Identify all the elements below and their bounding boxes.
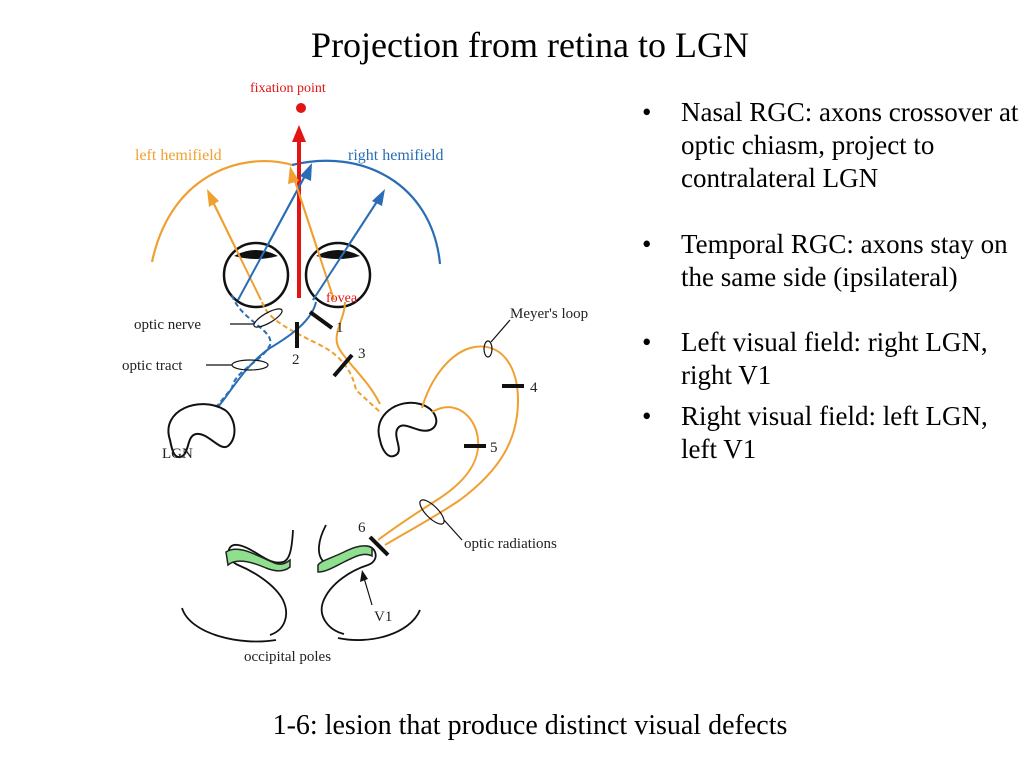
left-hemifield-label: left hemifield <box>135 147 222 164</box>
optic-radiations-ellipse <box>419 499 445 525</box>
right-v1-highlight <box>317 545 373 573</box>
optic-radiations-label: optic radiations <box>464 536 557 552</box>
left-hemifield-arc <box>150 159 293 263</box>
meyers-loop-pointer <box>490 319 511 343</box>
bullet-text: Nasal RGC: axons crossover at optic chia… <box>681 97 1019 193</box>
left-field-arrowhead <box>207 189 219 207</box>
lesion-number-6: 6 <box>358 520 366 536</box>
optic-nerve-label: optic nerve <box>134 317 201 333</box>
lesion-number-3: 3 <box>358 346 366 362</box>
visual-pathway-diagram: fixation point left hemifield right hemi… <box>122 81 588 665</box>
left-field-arrowhead <box>288 166 299 184</box>
optic-radiation-inner <box>377 406 480 541</box>
right-hemifield-label: right hemifield <box>348 147 444 164</box>
optic-tract-label: optic tract <box>122 358 183 374</box>
slide-caption: 1-6: lesion that produce distinct visual… <box>272 710 788 741</box>
slide-title: Projection from retina to LGN <box>311 25 749 65</box>
bullet-item: •Temporal RGC: axons stay on the same si… <box>642 229 1008 292</box>
optic-nerve-ellipse <box>253 308 283 328</box>
bullet-item: •Left visual field: right LGN, right V1 <box>642 327 988 390</box>
meyers-loop-label: Meyer's loop <box>510 306 588 322</box>
optic-radiations-pointer <box>443 519 463 541</box>
meyers-loop-ellipse <box>483 340 493 358</box>
occipital-poles-label: occipital poles <box>244 649 331 665</box>
right-hemifield-arc <box>291 159 442 265</box>
left-eye-temporal-fibers <box>211 294 272 413</box>
fixation-point-label: fixation point <box>250 81 326 96</box>
bullet-text: Temporal RGC: axons stay on the same sid… <box>681 229 1008 292</box>
right-eye-temporal-fibers <box>335 301 381 405</box>
v1-label: V1 <box>374 609 392 625</box>
right-eye-nasal-fibers <box>199 301 317 431</box>
v1-pointer <box>363 577 373 606</box>
right-eye <box>293 177 379 309</box>
fovea-label: fovea <box>326 291 358 306</box>
fixation-point-dot <box>296 103 306 113</box>
bullet-item: •Right visual field: left LGN, left V1 <box>642 401 988 464</box>
bullet-text: Left visual field: right LGN, right V1 <box>681 327 988 390</box>
left-eye-nasal-fibers <box>261 301 381 413</box>
bullet-item: •Nasal RGC: axons crossover at optic chi… <box>642 97 1019 193</box>
lesion-number-1: 1 <box>336 320 344 336</box>
bullet-list: •Nasal RGC: axons crossover at optic chi… <box>640 96 1020 466</box>
occipital-outer-arc <box>181 607 277 643</box>
bullet-text: Right visual field: left LGN, left V1 <box>681 401 988 464</box>
lgn-label: LGN <box>162 446 193 462</box>
left-occipital-pole <box>227 529 294 636</box>
left-eye <box>211 173 307 309</box>
lesion-number-2: 2 <box>292 352 300 368</box>
right-field-arrowhead <box>300 163 312 181</box>
right-occipital-pole <box>318 524 377 635</box>
left-v1-highlight <box>225 548 291 572</box>
v1-pointer-arrowhead <box>360 570 368 582</box>
fixation-arrowhead <box>292 125 306 142</box>
lesion-number-4: 4 <box>530 380 538 396</box>
meyers-loop <box>384 345 520 546</box>
occipital-outer-arc <box>337 609 421 641</box>
right-lgn-shape <box>377 401 438 458</box>
lesion-mark-3 <box>332 353 354 378</box>
right-field-arrowhead <box>372 189 385 206</box>
lesion-mark-6 <box>368 535 390 557</box>
left-lgn-shape <box>167 403 236 459</box>
lesion-mark-1 <box>308 310 334 330</box>
lesion-number-5: 5 <box>490 440 498 456</box>
